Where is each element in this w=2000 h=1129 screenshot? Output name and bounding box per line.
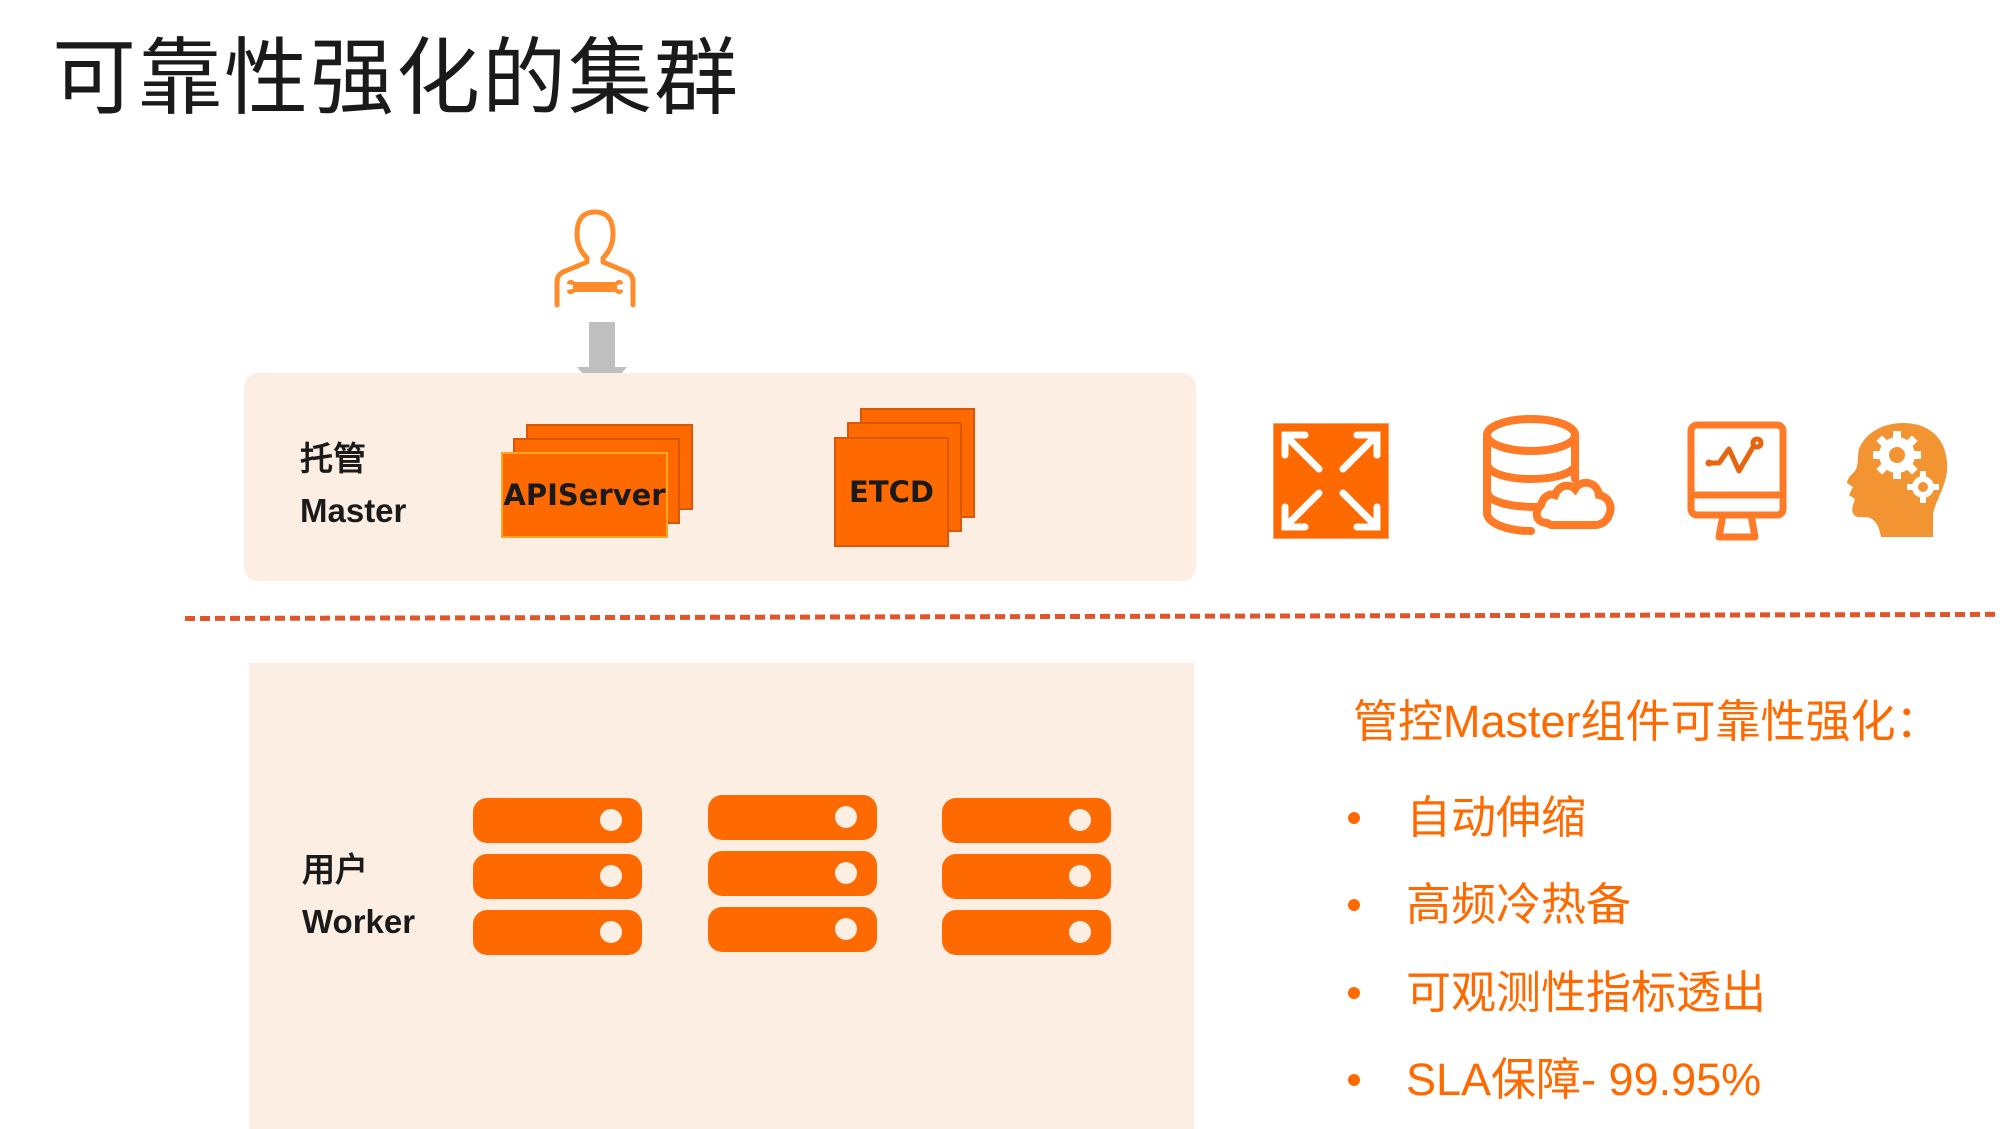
- worker-server-2[interactable]: [708, 795, 877, 953]
- feature-item: 高频冷热备: [1348, 877, 1631, 933]
- worker-server-1[interactable]: [473, 798, 642, 956]
- master-zone-label-cn: 托管: [300, 440, 366, 477]
- feature-item: SLA保障- 99.95%: [1348, 1052, 1761, 1108]
- server-row: [942, 854, 1111, 899]
- feature-item-label: SLA保障- 99.95%: [1406, 1054, 1762, 1105]
- worker-server-3[interactable]: [942, 798, 1111, 956]
- feature-item-label: 自动伸缩: [1406, 792, 1587, 843]
- server-led-icon: [600, 921, 622, 943]
- server-row: [473, 910, 642, 955]
- expand-arrows-icon: [1273, 423, 1389, 539]
- master-zone-label-en: Master: [300, 492, 407, 529]
- head-gears-icon: [1845, 421, 1951, 539]
- zone-divider: [184, 611, 1996, 621]
- bullet-icon: [1348, 812, 1360, 824]
- worker-zone-label-en: Worker: [302, 903, 416, 940]
- monitor-chart-icon: [1687, 421, 1787, 541]
- server-led-icon: [835, 918, 857, 940]
- bullet-icon: [1348, 987, 1360, 999]
- person-wrench-icon: [553, 208, 637, 308]
- master-zone-panel: [244, 373, 1196, 581]
- page-title: 可靠性强化的集群: [52, 29, 741, 127]
- server-led-icon: [600, 809, 622, 831]
- server-row: [942, 910, 1111, 955]
- server-led-icon: [600, 865, 622, 887]
- etcd-card[interactable]: ETCD: [834, 437, 949, 547]
- server-led-icon: [835, 862, 857, 884]
- server-row: [708, 851, 877, 896]
- server-row: [473, 798, 642, 843]
- worker-zone-label-cn: 用户: [302, 851, 368, 888]
- etcd-label: ETCD: [849, 475, 934, 509]
- feature-item: 自动伸缩: [1348, 790, 1586, 846]
- server-led-icon: [1069, 921, 1091, 943]
- bullet-icon: [1348, 899, 1360, 911]
- server-led-icon: [835, 806, 857, 828]
- feature-heading: 管控Master组件可靠性强化：: [1353, 696, 1941, 747]
- server-row: [708, 795, 877, 840]
- feature-item-label: 可观测性指标透出: [1406, 967, 1767, 1018]
- server-led-icon: [1069, 865, 1091, 887]
- server-led-icon: [1069, 809, 1091, 831]
- apiserver-label: APIServer: [503, 478, 666, 512]
- feature-item: 可观测性指标透出: [1348, 965, 1766, 1021]
- feature-item-label: 高频冷热备: [1406, 879, 1632, 930]
- server-row: [942, 798, 1111, 843]
- server-row: [708, 907, 877, 952]
- apiserver-card[interactable]: APIServer: [501, 452, 668, 538]
- bullet-icon: [1348, 1074, 1360, 1086]
- server-row: [473, 854, 642, 899]
- database-cloud-icon: [1481, 413, 1621, 537]
